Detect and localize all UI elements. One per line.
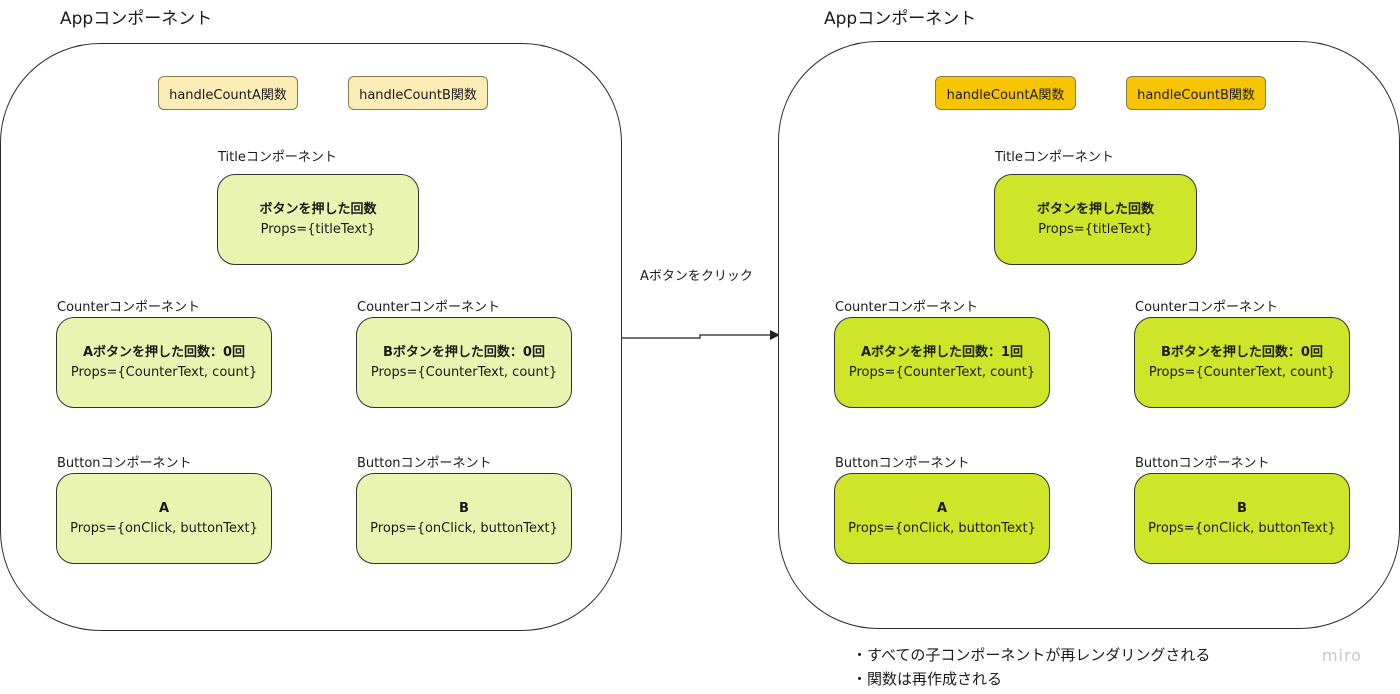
left-func-handle-count-a: handleCountA関数	[158, 76, 298, 110]
left-counter-label-b: Counterコンポーネント	[357, 300, 500, 315]
left-title-card-props: Props={titleText}	[260, 221, 376, 237]
left-button-a-props: Props={onClick, buttonText}	[70, 520, 258, 536]
right-button-a-props: Props={onClick, buttonText}	[848, 520, 1036, 536]
right-counter-b-props: Props={CounterText, count}	[1148, 364, 1336, 380]
right-title-card-props: Props={titleText}	[1038, 221, 1153, 237]
left-func-handle-count-b: handleCountB関数	[348, 76, 488, 110]
right-counter-card-a: Aボタンを押した回数：1回 Props={CounterText, count}	[834, 317, 1050, 408]
right-counter-card-b: Bボタンを押した回数：0回 Props={CounterText, count}	[1134, 317, 1350, 408]
left-button-label-b: Buttonコンポーネント	[357, 456, 492, 471]
miro-logo: miro	[1322, 646, 1363, 665]
left-button-card-b: B Props={onClick, buttonText}	[356, 473, 572, 564]
left-counter-card-a: Aボタンを押した回数：0回 Props={CounterText, count}	[56, 317, 272, 408]
right-title-label: Titleコンポーネント	[995, 150, 1114, 165]
left-button-label-a: Buttonコンポーネント	[57, 456, 192, 471]
left-button-a-main: A	[158, 500, 170, 516]
left-app-title: Appコンポーネント	[60, 9, 213, 29]
right-title-card: ボタンを押した回数 Props={titleText}	[994, 174, 1197, 265]
left-counter-a-main: Aボタンを押した回数：0回	[82, 344, 246, 360]
left-counter-label-a: Counterコンポーネント	[57, 300, 200, 315]
right-button-b-main: B	[1237, 500, 1247, 516]
right-counter-label-b: Counterコンポーネント	[1135, 300, 1278, 315]
note-item: ・関数は再作成される	[852, 670, 1003, 688]
transition-arrow	[622, 330, 780, 340]
left-title-label: Titleコンポーネント	[218, 150, 337, 165]
left-title-card: ボタンを押した回数 Props={titleText}	[217, 174, 419, 265]
right-button-a-main: A	[936, 500, 948, 516]
right-button-label-b: Buttonコンポーネント	[1135, 456, 1270, 471]
left-counter-b-props: Props={CounterText, count}	[370, 364, 558, 380]
left-button-b-main: B	[459, 500, 469, 516]
left-button-b-props: Props={onClick, buttonText}	[370, 520, 558, 536]
right-button-card-a: A Props={onClick, buttonText}	[834, 473, 1050, 564]
right-counter-label-a: Counterコンポーネント	[835, 300, 978, 315]
right-func-handle-count-b: handleCountB関数	[1126, 76, 1266, 110]
note-item: ・すべての子コンポーネントが再レンダリングされる	[852, 646, 1211, 664]
right-button-label-a: Buttonコンポーネント	[835, 456, 970, 471]
left-title-card-main: ボタンを押した回数	[259, 201, 377, 217]
left-counter-card-b: Bボタンを押した回数：0回 Props={CounterText, count}	[356, 317, 572, 408]
left-counter-a-props: Props={CounterText, count}	[70, 364, 258, 380]
right-counter-b-main: Bボタンを押した回数：0回	[1161, 344, 1323, 360]
left-counter-b-main: Bボタンを押した回数：0回	[383, 344, 545, 360]
arrow-label: Aボタンをクリック	[640, 269, 753, 284]
right-button-card-b: B Props={onClick, buttonText}	[1134, 473, 1350, 564]
right-title-card-main: ボタンを押した回数	[1036, 201, 1154, 217]
left-button-card-a: A Props={onClick, buttonText}	[56, 473, 272, 564]
right-counter-a-main: Aボタンを押した回数：1回	[860, 344, 1024, 360]
right-button-b-props: Props={onClick, buttonText}	[1148, 520, 1336, 536]
right-counter-a-props: Props={CounterText, count}	[848, 364, 1036, 380]
right-func-handle-count-a: handleCountA関数	[935, 76, 1076, 110]
notes: ・すべての子コンポーネントが再レンダリングされる ・関数は再作成される	[852, 643, 1210, 691]
right-app-title: Appコンポーネント	[824, 9, 977, 29]
